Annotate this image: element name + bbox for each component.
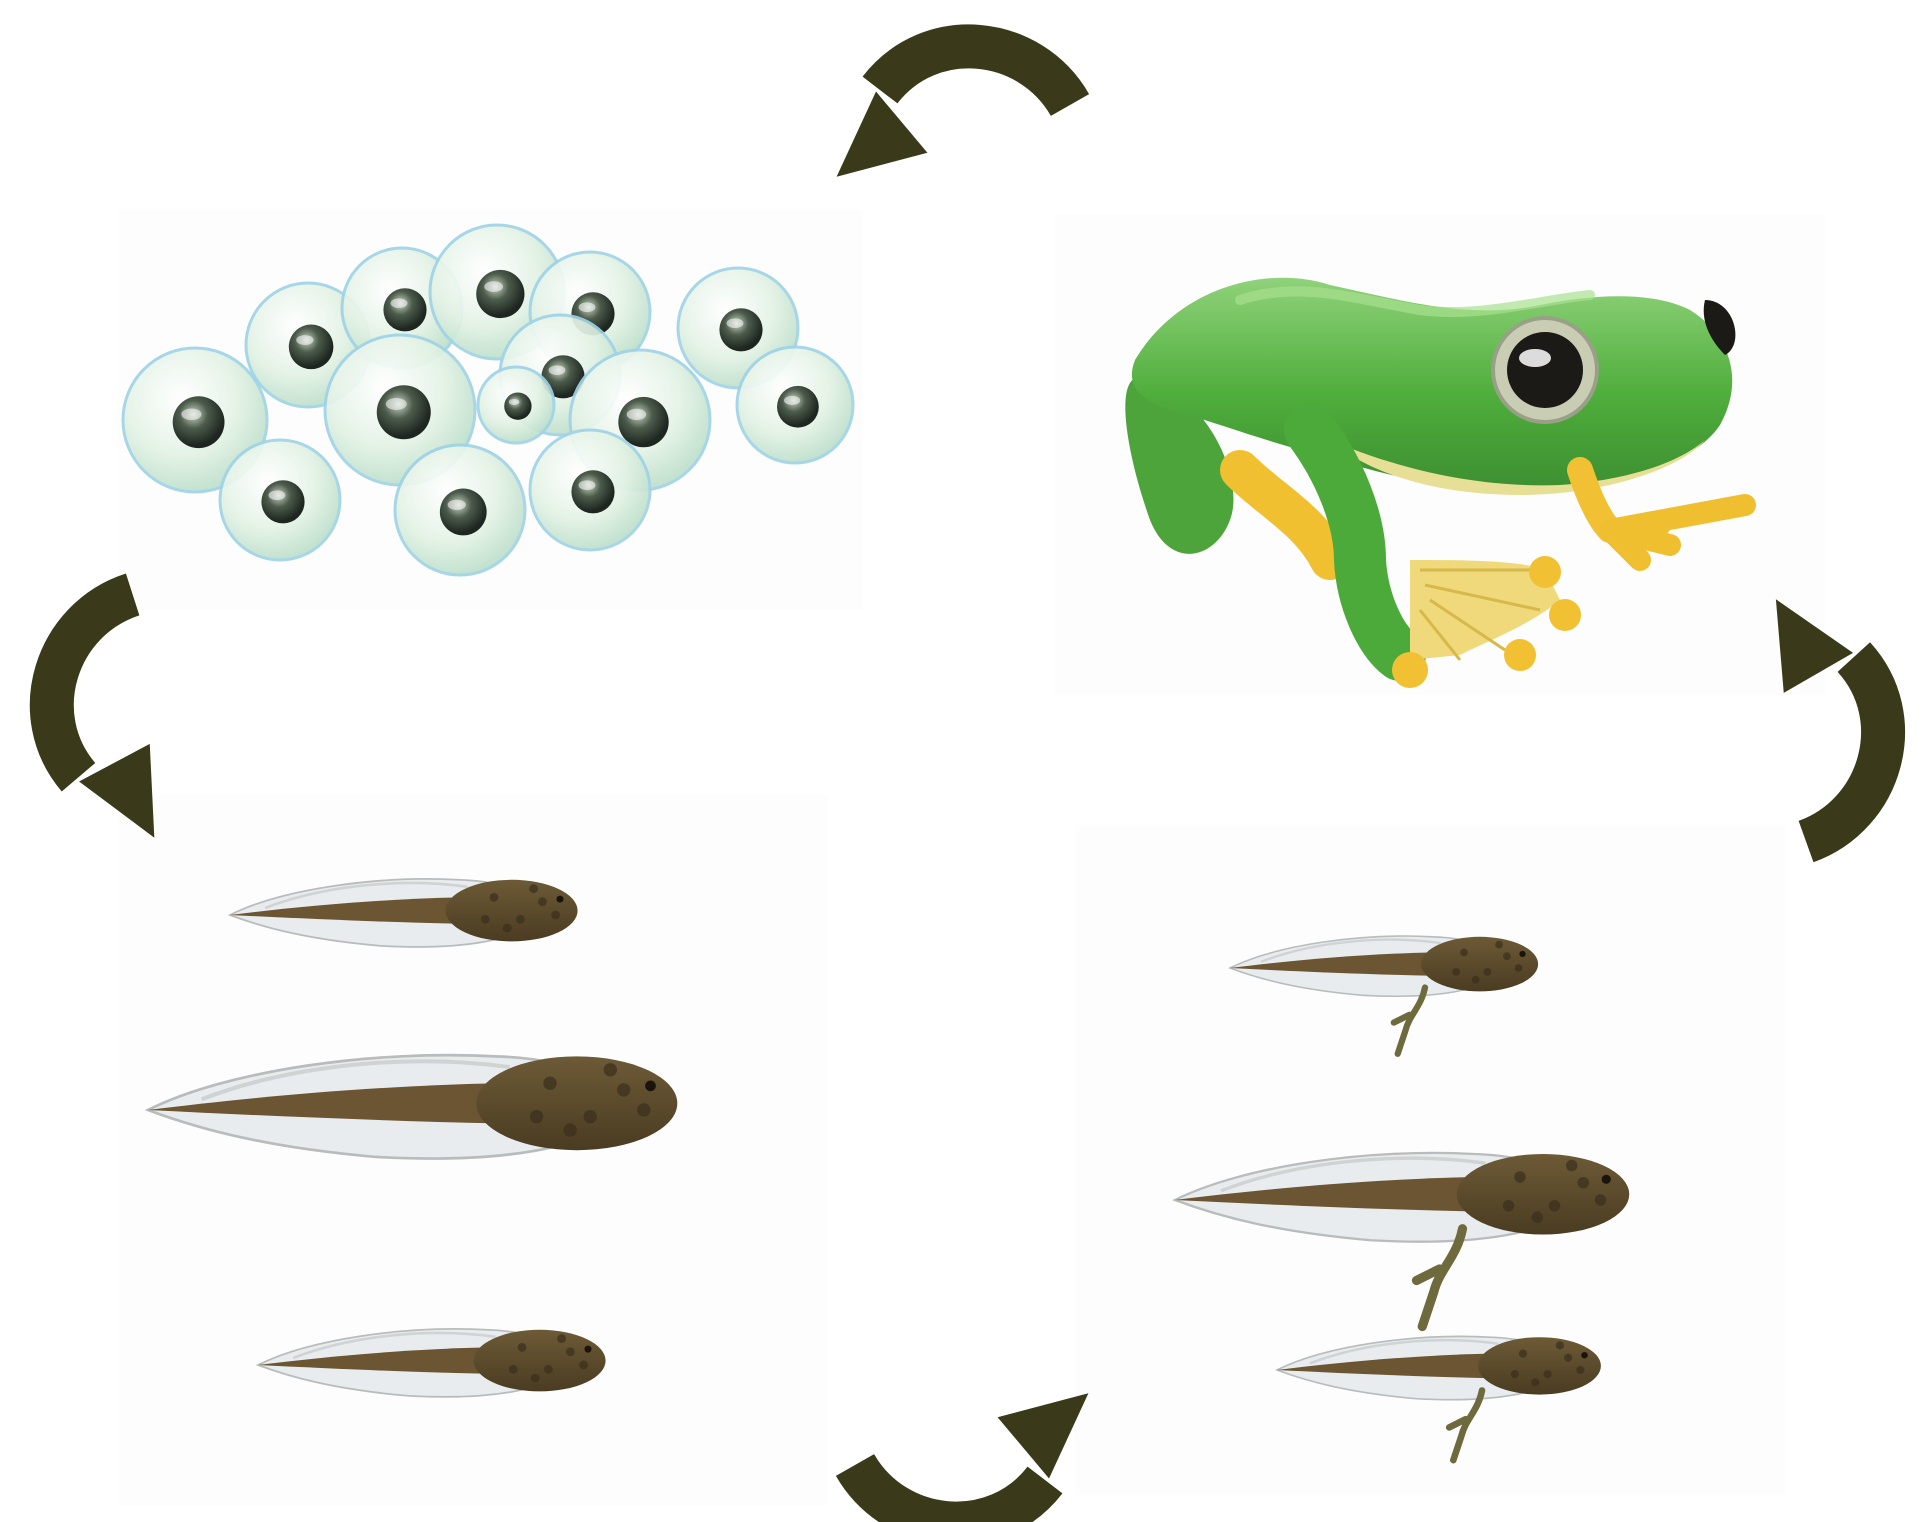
frog-egg xyxy=(395,445,525,575)
frog-egg xyxy=(220,440,340,560)
curved-arrow-icon xyxy=(811,46,1070,207)
frog-egg xyxy=(530,430,650,550)
frog-egg xyxy=(478,367,554,443)
frog-egg xyxy=(737,347,853,463)
